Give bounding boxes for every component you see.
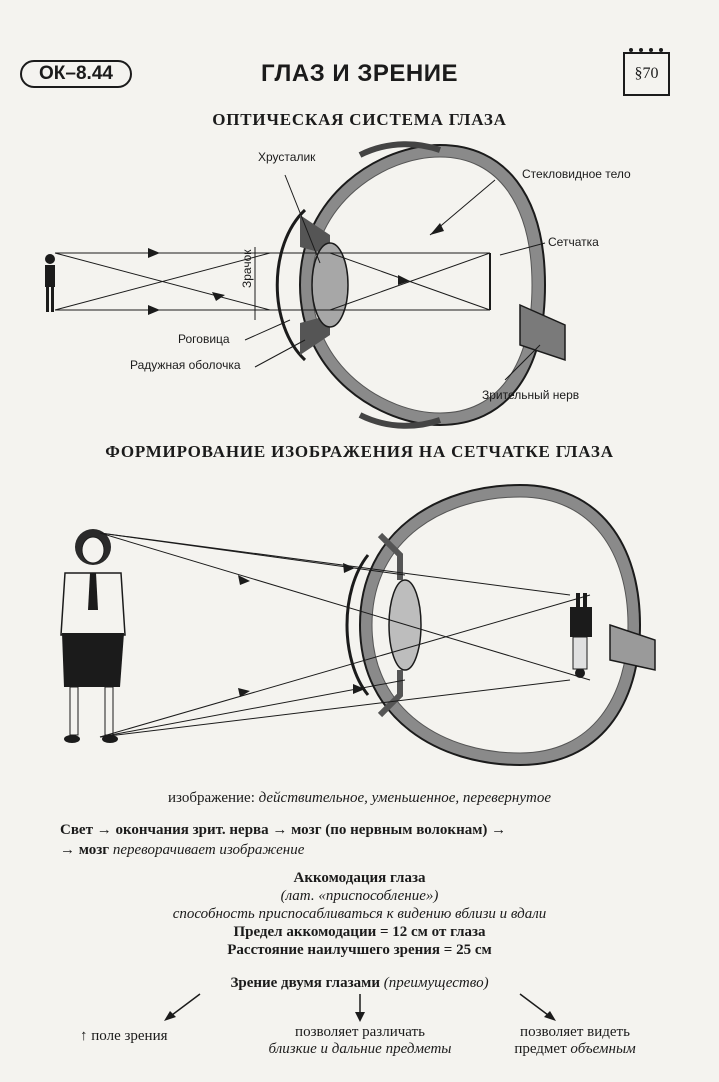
binocular-item3-line1: позволяет видеть (520, 1024, 630, 1040)
formation-arrowheads (238, 563, 365, 697)
label-pupil: Зрачок (240, 249, 254, 288)
binocular-note: (преимущество) (383, 975, 489, 991)
binocular-title-line: Зрение двумя глазами (преимущество) (0, 975, 719, 992)
formation-diagram (60, 483, 656, 767)
binocular-arrows (164, 993, 556, 1022)
accommodation-origin: (лат. «приспособление») (280, 888, 439, 904)
iris-lower (300, 315, 330, 355)
optics-heading: ОПТИЧЕСКАЯ СИСТЕМА ГЛАЗА (212, 110, 507, 129)
eyelid-lower (358, 412, 441, 429)
card-code: ОК–8.44 (39, 63, 113, 84)
label-retina: Сетчатка (548, 235, 599, 249)
optics-diagram (45, 141, 566, 429)
accommodation-definition: способность приспосабливаться к видению … (172, 906, 547, 922)
image-prefix: изображение: (168, 790, 255, 806)
binocular-item2-line1: позволяет различать (295, 1024, 425, 1040)
object-figure (45, 254, 55, 312)
girl-figure (60, 529, 126, 743)
signal-path-italic: переворачивает изображение (112, 842, 305, 858)
binocular-item3-italic: объемным (570, 1041, 636, 1057)
label-lens: Хрусталик (258, 150, 316, 164)
eye-inner (371, 496, 629, 754)
label-iris: Радужная оболочка (130, 358, 241, 372)
accommodation-limit: Предел аккомодации = 12 см от глаза (233, 924, 486, 940)
label-vitreous: Стекловидное тело (522, 167, 631, 181)
image-properties: действительное, уменьшенное, перевернуто… (258, 790, 551, 806)
binocular-title: Зрение двумя глазами (230, 975, 380, 991)
lens-shape (311, 242, 349, 328)
card-code-badge: ОК–8.44 (20, 60, 132, 88)
binocular-item3-prefix: предмет (514, 1041, 567, 1057)
inverted-image (570, 593, 592, 678)
section-number-box: §70 (623, 52, 670, 96)
image-properties-line: изображение: действительное, уменьшенное… (0, 790, 719, 807)
notepad-rings-icon (629, 48, 663, 52)
cornea-shape (275, 208, 307, 362)
light-rays (54, 252, 491, 311)
formation-rays (99, 532, 591, 738)
label-cornea: Роговица (178, 332, 230, 346)
page-title: ГЛАЗ И ЗРЕНИЕ (261, 60, 458, 87)
binocular-item2-line2: близкие и дальние предметы (268, 1041, 452, 1057)
formation-heading: ФОРМИРОВАНИЕ ИЗОБРАЖЕНИЯ НА СЕТЧАТКЕ ГЛА… (105, 442, 614, 461)
section-number: §70 (634, 65, 659, 82)
binocular-item-distance: позволяет различать близкие и дальние пр… (230, 1024, 490, 1058)
ray-arrowheads (148, 248, 410, 315)
signal-path-line2: → мозг переворачивает изображение (60, 842, 304, 859)
eyelid-upper (358, 141, 441, 158)
signal-path-line1: Свет → окончания зрит. нерва → мозг (по … (60, 822, 507, 838)
sclera-inner (311, 156, 533, 414)
binocular-item-volume: позволяет видеть предмет объемным (490, 1024, 660, 1058)
label-optic-nerve: Зрительный нерв (482, 388, 580, 402)
accommodation-title: Аккомодация глаза (293, 870, 426, 886)
best-vision-distance: Расстояние наилучшего зрения = 25 см (227, 942, 492, 958)
optic-nerve-shape (519, 303, 566, 362)
signal-path-prefix: → мозг (60, 842, 110, 858)
iris-upper (300, 215, 330, 255)
binocular-item-field: ↑ поле зрения (80, 1028, 168, 1044)
